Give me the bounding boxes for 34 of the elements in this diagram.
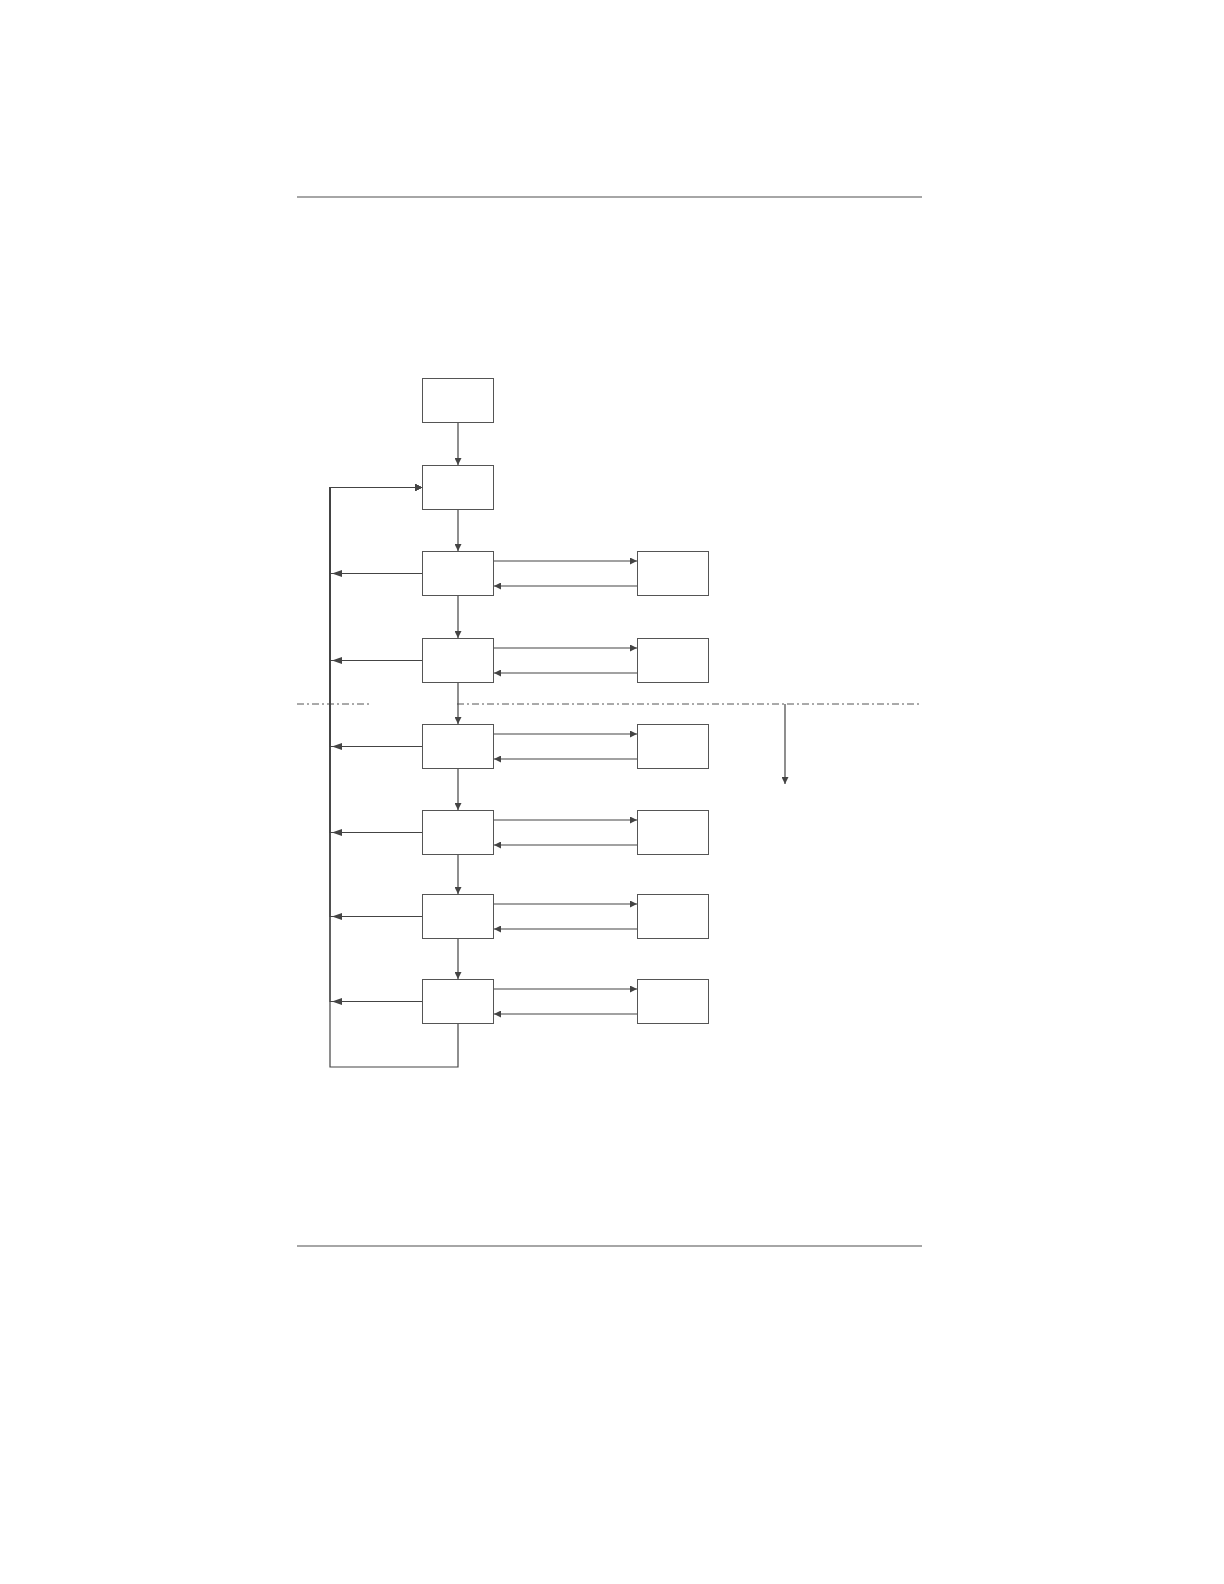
empty-box [637, 724, 709, 769]
empty-box [422, 638, 494, 683]
arrow [493, 557, 638, 565]
arrow [493, 925, 638, 933]
arrow [454, 938, 462, 980]
empty-box [637, 551, 709, 596]
arrow [493, 644, 638, 652]
arrow [493, 669, 638, 677]
arrow [493, 841, 638, 849]
arrow [493, 582, 638, 590]
empty-box [422, 894, 494, 939]
arrow [454, 422, 462, 466]
arrow [454, 509, 462, 552]
arrow [493, 1010, 638, 1018]
empty-box [637, 979, 709, 1024]
empty-box [422, 979, 494, 1024]
empty-box [637, 810, 709, 855]
empty-box [422, 465, 494, 510]
arrow [454, 768, 462, 811]
empty-box [422, 724, 494, 769]
arrow [454, 854, 462, 895]
empty-box [637, 638, 709, 683]
arrow [329, 484, 459, 1068]
arrow [493, 730, 638, 738]
empty-box [422, 810, 494, 855]
empty-box [637, 894, 709, 939]
empty-box [422, 378, 494, 423]
arrow [493, 816, 638, 824]
arrow [493, 985, 638, 993]
arrow [493, 755, 638, 763]
arrow [454, 595, 462, 639]
arrow [493, 900, 638, 908]
empty-box [422, 551, 494, 596]
arrow [454, 682, 462, 725]
